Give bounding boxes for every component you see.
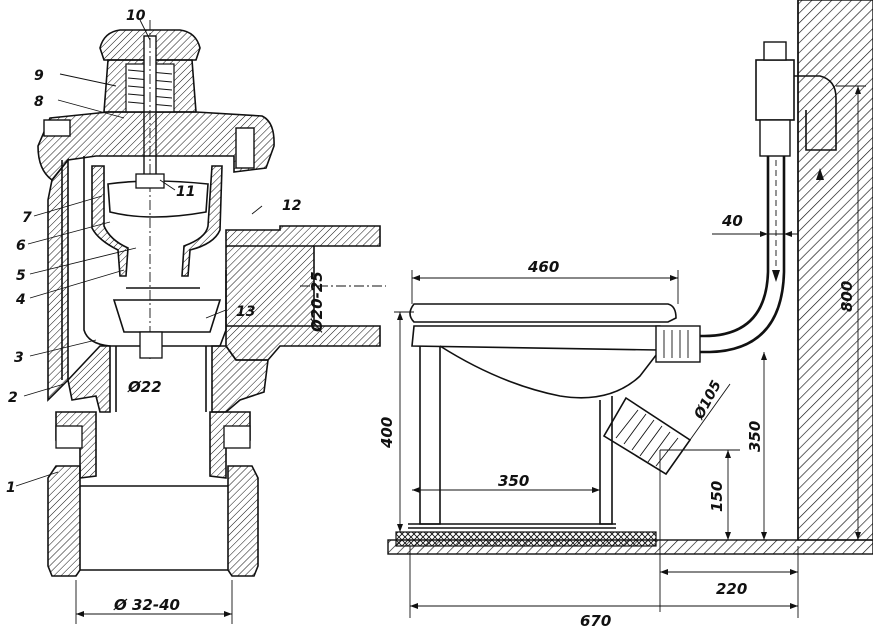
coupling-left: [47, 465, 81, 577]
bolt-left: [43, 119, 71, 137]
callout-5: 5: [16, 268, 26, 284]
dim-460: 460: [527, 258, 559, 276]
valve-top-body: [37, 111, 275, 182]
diaphragm-left: [91, 165, 129, 277]
dim-400: 400: [378, 417, 396, 449]
callout-4: 4: [15, 292, 26, 308]
nut: [135, 173, 165, 189]
pedestal-left: [419, 346, 441, 525]
callout-2: 2: [8, 390, 18, 406]
flush-pipe-inner: [660, 120, 786, 354]
toilet-installation: [387, 0, 873, 618]
wall: [797, 0, 873, 541]
dim-350-right: 350: [746, 421, 764, 452]
callout-6: 6: [16, 238, 26, 254]
casing-left-wall: [47, 157, 69, 402]
inner-chamber: [83, 156, 227, 347]
piston-nut: [139, 331, 163, 359]
callout-3: 3: [14, 350, 24, 366]
callout-11: 11: [176, 184, 195, 200]
dim-670: 670: [580, 612, 611, 630]
toilet-bowl: [439, 345, 661, 399]
flush-valve-top: [763, 41, 787, 61]
outlet-bore: [226, 245, 314, 327]
dim-outlet-dia: Ø20-25: [308, 271, 326, 333]
floor: [387, 539, 873, 555]
callout-1: 1: [6, 480, 16, 496]
dim-inlet-dia: Ø 32-40: [113, 596, 180, 614]
lower-body-left: [67, 345, 111, 413]
supply-elbow: [794, 75, 837, 151]
pipe-connector: [655, 325, 701, 363]
dim-220: 220: [716, 580, 747, 598]
flush-valve-body: [755, 59, 795, 121]
outlet-pipe: [602, 396, 692, 476]
flush-valve-section: [15, 19, 386, 624]
dim-150: 150: [708, 481, 726, 512]
diaphragm-right: [181, 165, 223, 277]
dim-350-base: 350: [498, 472, 529, 490]
toilet-seat: [409, 303, 677, 323]
dim-outlet-105: Ø105: [691, 378, 725, 423]
callout-9: 9: [34, 68, 44, 84]
coupling-right: [227, 465, 259, 577]
callout-10: 10: [126, 8, 146, 24]
dim-800: 800: [838, 281, 856, 312]
dim-seat-dia: Ø22: [127, 378, 162, 396]
piston-disc: [112, 299, 222, 333]
union-bolt-right: [223, 425, 251, 449]
callout-12: 12: [282, 198, 301, 214]
bellows-ribs: [615, 409, 679, 467]
callout-7: 7: [22, 210, 32, 226]
callout-13: 13: [236, 304, 255, 320]
bolt-right: [235, 127, 255, 169]
toilet-rim: [411, 325, 667, 351]
dim-40: 40: [721, 212, 743, 230]
callout-8: 8: [34, 94, 44, 110]
union-bolt-left: [55, 425, 83, 449]
flush-pipe-outer: [660, 120, 770, 338]
flush-valve-lower: [759, 119, 791, 157]
pedestal-right: [599, 396, 613, 525]
